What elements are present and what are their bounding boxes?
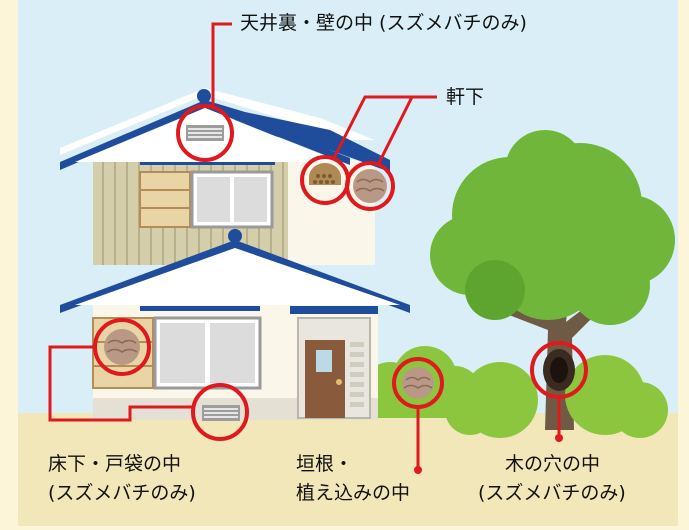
label-eaves: 軒下 bbox=[446, 86, 485, 108]
house bbox=[60, 88, 410, 421]
label-attic-wall: 天井裏・壁の中 (スズメバチのみ) bbox=[240, 12, 527, 34]
tree bbox=[430, 130, 675, 438]
label-under-floor-line1: 床下・戸袋の中 bbox=[48, 453, 182, 475]
eaves-nest-ball bbox=[353, 169, 387, 203]
leader-eaves-2 bbox=[376, 96, 414, 166]
label-hedge-line2: 植え込みの中 bbox=[296, 482, 411, 504]
tree-canopy bbox=[430, 130, 675, 325]
ground bbox=[18, 413, 678, 526]
label-hedge-line1: 垣根・ bbox=[296, 453, 354, 475]
marker-eaves-ball bbox=[345, 161, 395, 211]
eaves-nest-open bbox=[309, 163, 341, 185]
marker-attic bbox=[176, 104, 234, 162]
leader-under-floor bbox=[48, 345, 194, 422]
marker-floor-vent bbox=[191, 383, 249, 441]
hedge-nest bbox=[402, 367, 434, 399]
leader-lines bbox=[48, 22, 561, 470]
leader-attic bbox=[211, 22, 232, 106]
shutter-nest bbox=[104, 329, 140, 365]
label-tree-hole-line1: 木の穴の中 bbox=[505, 453, 601, 475]
label-tree-hole-line2: (スズメバチのみ) bbox=[478, 482, 626, 504]
label-under-floor-line2: (スズメバチのみ) bbox=[48, 482, 196, 504]
leader-eaves-1 bbox=[331, 95, 437, 161]
